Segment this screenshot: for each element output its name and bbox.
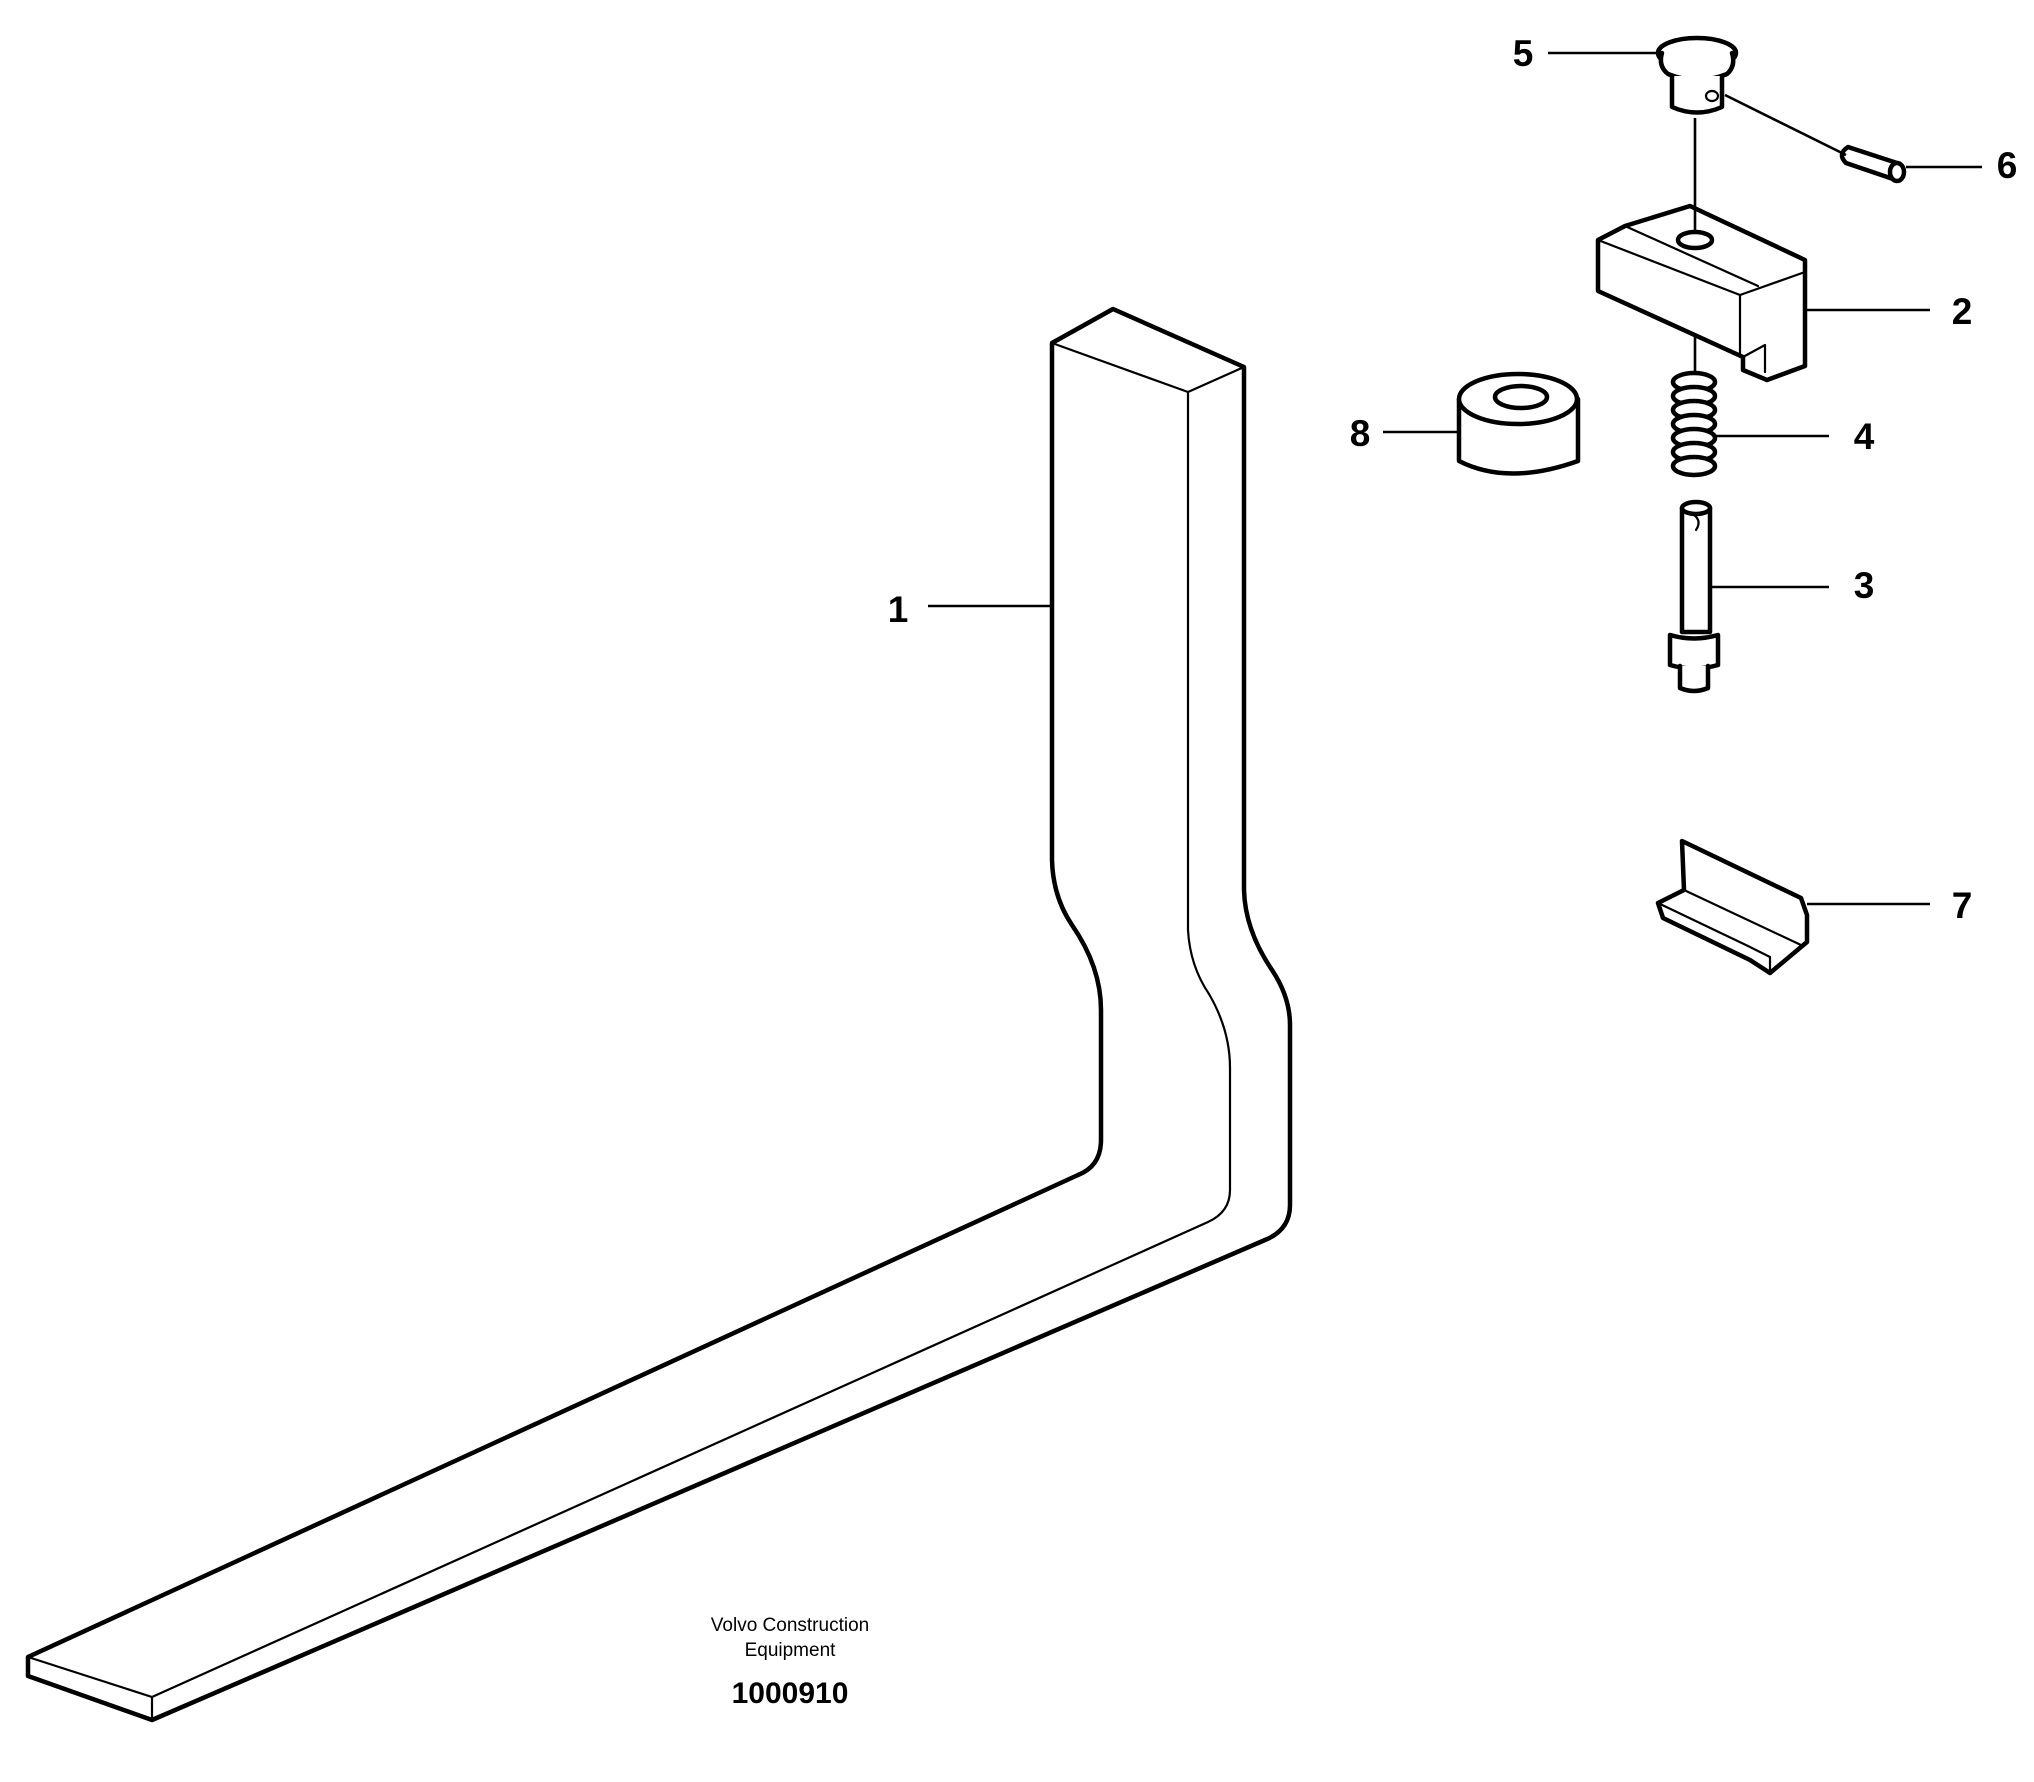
plunger	[1667, 499, 1721, 694]
drawing-number: 1000910	[732, 1677, 849, 1710]
caption-line-1: Volvo Construction	[711, 1615, 869, 1636]
knob-pin	[1655, 35, 1739, 115]
callout-6: 6	[1997, 145, 2018, 186]
callout-4: 4	[1854, 416, 1875, 457]
roll-pin	[1839, 144, 1907, 184]
caption-line-2: Equipment	[745, 1640, 837, 1661]
slide-block	[1655, 838, 1810, 976]
callout-2: 2	[1952, 291, 1973, 332]
callout-3: 3	[1854, 565, 1875, 606]
spring	[1670, 370, 1718, 478]
callout-7: 7	[1952, 885, 1973, 926]
assembly-axis-pin	[1724, 93, 1847, 157]
fork	[25, 306, 1293, 1723]
bushing	[1456, 371, 1581, 476]
callout-5: 5	[1513, 33, 1534, 74]
callout-1: 1	[888, 589, 909, 630]
latch-block	[1595, 203, 1808, 383]
callout-8: 8	[1350, 413, 1371, 454]
